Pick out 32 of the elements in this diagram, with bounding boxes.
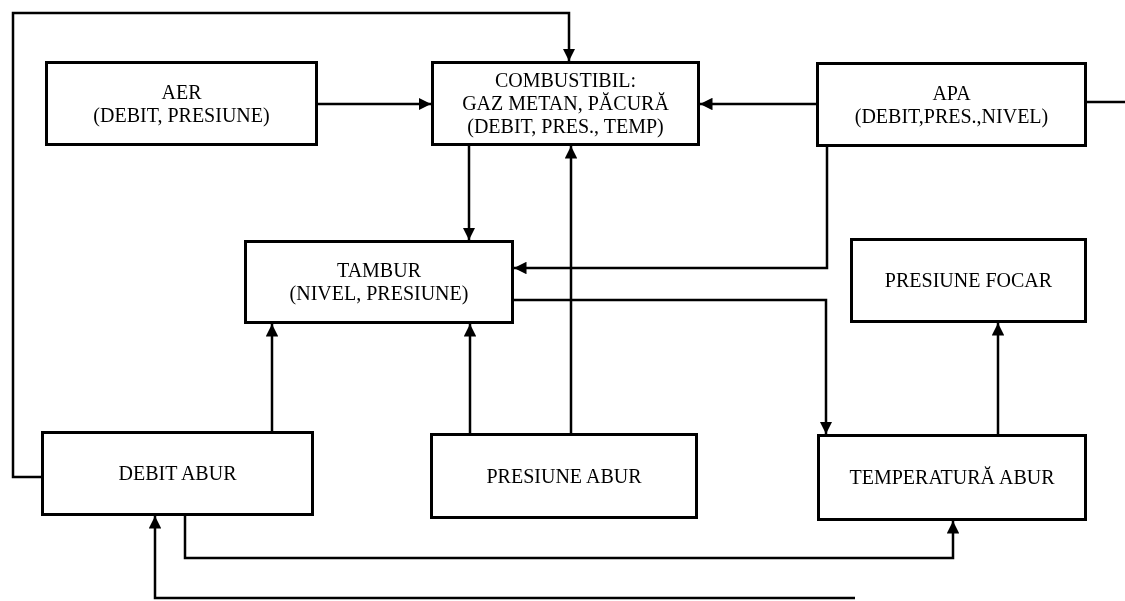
box-label: GAZ METAN, PĂCURĂ (DEBIT, PRES., TEMP) — [461, 92, 670, 138]
arrow — [700, 97, 816, 111]
arrow — [514, 147, 829, 275]
arrow — [148, 516, 855, 600]
box-label: APA — [932, 81, 971, 105]
process-box — [45, 61, 318, 146]
arrow — [11, 11, 576, 479]
box-label: TEMPERATURĂ ABUR — [849, 466, 1055, 489]
process-box — [431, 61, 700, 146]
arrow — [318, 97, 431, 111]
box-label: (NIVEL, PRESIUNE) — [289, 282, 469, 305]
box-label: (DEBIT,PRES.,NIVEL) — [854, 104, 1049, 128]
arrow — [265, 324, 279, 431]
process-box — [816, 62, 1087, 147]
arrow — [462, 146, 476, 240]
arrow — [183, 516, 960, 560]
box-label: COMBUSTIBIL: — [494, 69, 637, 92]
box-label: PRESIUNE ABUR — [486, 464, 642, 488]
process-box — [41, 431, 314, 516]
process-box — [850, 238, 1087, 323]
box-label: TAMBUR — [337, 259, 421, 282]
arrow — [463, 324, 477, 433]
process-box — [430, 433, 698, 519]
process-box — [817, 434, 1087, 521]
arrow — [564, 146, 578, 433]
box-label: AER — [161, 80, 202, 104]
arrow — [514, 298, 833, 434]
box-label: (DEBIT, PRESIUNE) — [93, 103, 270, 127]
arrow — [991, 323, 1005, 434]
box-label: DEBIT ABUR — [118, 462, 237, 485]
box-label: PRESIUNE FOCAR — [884, 269, 1053, 292]
process-box — [244, 240, 514, 324]
